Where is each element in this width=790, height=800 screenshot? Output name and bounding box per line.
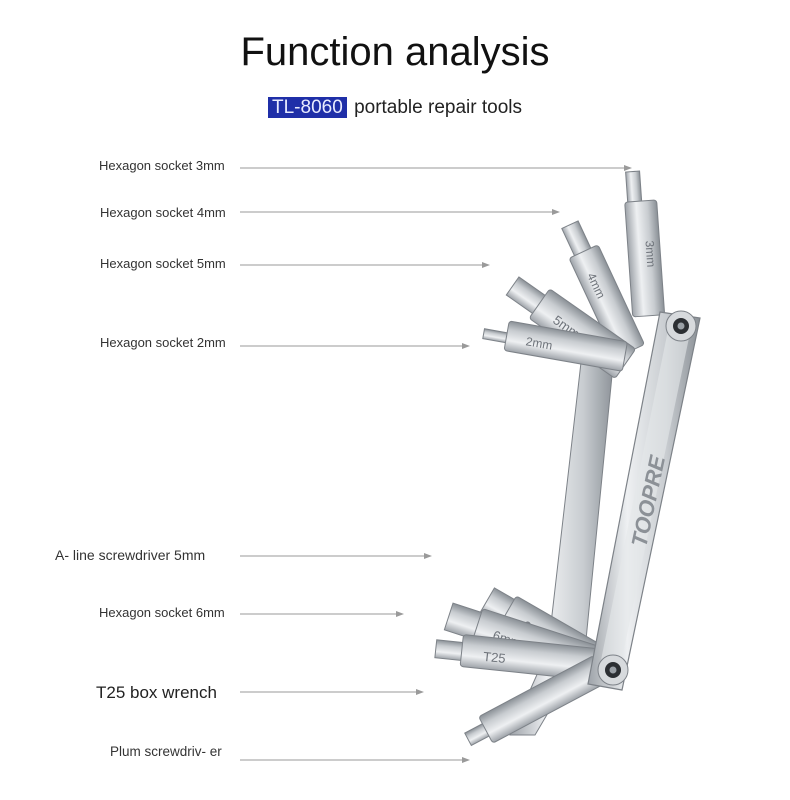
model-number: TL-8060 xyxy=(268,97,347,118)
subtitle-text: portable repair tools xyxy=(354,97,522,118)
label-hexagon-socket-6mm: Hexagon socket 6mm xyxy=(99,605,225,620)
label-plum-screwdriver: Plum screwdriv- er xyxy=(110,744,222,759)
engraving-2mm: 2mm xyxy=(525,334,554,352)
leader-lines xyxy=(240,167,628,761)
page-title: Function analysis xyxy=(240,30,550,74)
label-hexagon-socket-2mm: Hexagon socket 2mm xyxy=(100,335,226,350)
label-t25-box-wrench: T25 box wrench xyxy=(96,683,217,702)
pivot-bolt-bottom xyxy=(597,654,629,686)
lower-bits: 6.5 6mm T25 xyxy=(434,587,610,747)
product-subtitle: TL-8060 portable repair tools xyxy=(268,97,522,119)
engraving-t25: T25 xyxy=(482,649,506,666)
label-hexagon-socket-5mm: Hexagon socket 5mm xyxy=(100,256,226,271)
label-a-line-screwdriver-5mm: A- line screwdriver 5mm xyxy=(55,547,206,563)
label-hexagon-socket-3mm: Hexagon socket 3mm xyxy=(99,158,225,173)
pivot-bolt-top xyxy=(665,310,697,342)
label-hexagon-socket-4mm: Hexagon socket 4mm xyxy=(100,205,226,220)
upper-bits: 3mm 4mm 5mm 2mm xyxy=(482,170,665,378)
engraving-3mm: 3mm xyxy=(642,240,658,268)
